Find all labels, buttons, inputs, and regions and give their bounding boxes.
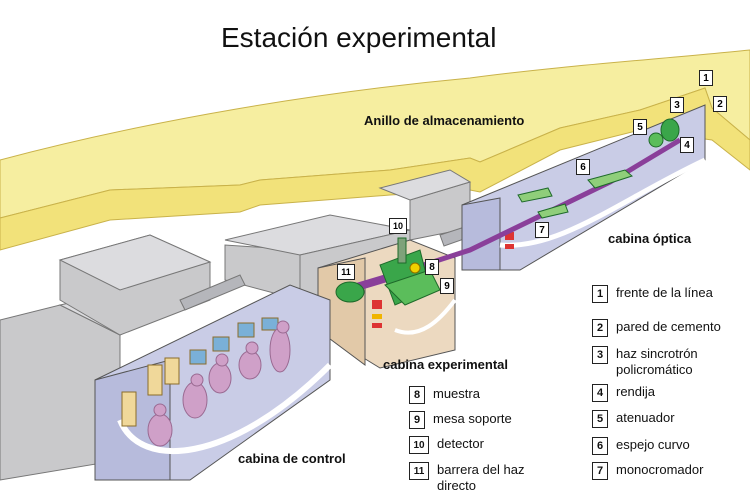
legend-item-5: 5 atenuador: [592, 410, 675, 428]
legend-item-1: 1 frente de la línea: [592, 285, 713, 303]
legend-text: frente de la línea: [616, 285, 713, 300]
control-room-people: [147, 320, 291, 447]
diagram-title: Estación experimental: [221, 22, 497, 53]
legend-item-6: 6 espejo curvo: [592, 437, 690, 455]
legend-item-7: 7 monocromador: [592, 462, 703, 480]
legend-text: barrera del haz directo: [437, 462, 525, 493]
ring-front-face: [0, 87, 750, 251]
callout-8: 8: [425, 259, 439, 275]
callout-1: 1: [699, 70, 713, 86]
legend-text: monocromador: [616, 462, 704, 477]
legend-number-box: 6: [592, 437, 608, 455]
legend-item-8: 8 muestra: [409, 386, 480, 404]
legend-item-10: 10 detector: [409, 436, 484, 454]
callout-11: 11: [337, 264, 355, 280]
callout-2: 2: [713, 96, 727, 112]
optics-components: [517, 118, 680, 219]
legend-number-box: 8: [409, 386, 425, 404]
storage-ring-label: Anillo de almacenamiento: [364, 113, 525, 128]
legend-number-box: 11: [409, 462, 429, 480]
legend-text: haz sincrotrón policromático: [616, 346, 698, 377]
control-room-equipment: [121, 317, 279, 427]
legend-number-box: 9: [409, 411, 425, 429]
legend-text: muestra: [433, 386, 480, 401]
legend-text: mesa soporte: [433, 411, 512, 426]
optics-hutch-label: cabina óptica: [608, 231, 692, 246]
legend-number-box: 4: [592, 384, 608, 402]
legend-item-11: 11 barrera del haz directo: [409, 462, 524, 494]
callout-4: 4: [680, 137, 694, 153]
legend-number-box: 7: [592, 462, 608, 480]
legend-number-box: 10: [409, 436, 429, 454]
legend-text: atenuador: [616, 410, 675, 425]
legend-item-4: 4 rendija: [592, 384, 655, 402]
callout-9: 9: [440, 278, 454, 294]
callout-5: 5: [633, 119, 647, 135]
legend-text: pared de cemento: [616, 319, 721, 334]
legend-number-box: 5: [592, 410, 608, 428]
legend-number-box: 3: [592, 346, 608, 364]
callout-10: 10: [389, 218, 407, 234]
control-hutch-label: cabina de control: [238, 451, 346, 466]
legend-text: detector: [437, 436, 484, 451]
legend-item-9: 9 mesa soporte: [409, 411, 512, 429]
callout-6: 6: [576, 159, 590, 175]
legend-item-3: 3 haz sincrotrón policromático: [592, 346, 698, 378]
legend-item-2: 2 pared de cemento: [592, 319, 721, 337]
callout-3: 3: [670, 97, 684, 113]
legend-number-box: 1: [592, 285, 608, 303]
legend-number-box: 2: [592, 319, 608, 337]
callout-7: 7: [535, 222, 549, 238]
experimental-hutch-label: cabina experimental: [383, 357, 508, 372]
legend-text: rendija: [616, 384, 656, 399]
legend-text: espejo curvo: [616, 437, 690, 452]
